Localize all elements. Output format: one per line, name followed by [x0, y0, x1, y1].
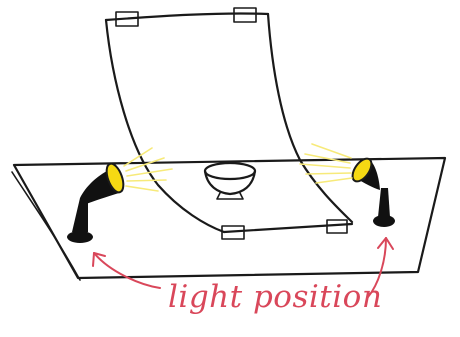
right-lamp — [349, 155, 395, 227]
bowl-icon — [205, 163, 255, 199]
clip-icon — [327, 220, 347, 233]
annotation-arrow — [93, 253, 160, 288]
left-lamp — [67, 162, 127, 243]
clip-icon — [234, 8, 256, 22]
annotation-label: light position — [168, 279, 382, 315]
